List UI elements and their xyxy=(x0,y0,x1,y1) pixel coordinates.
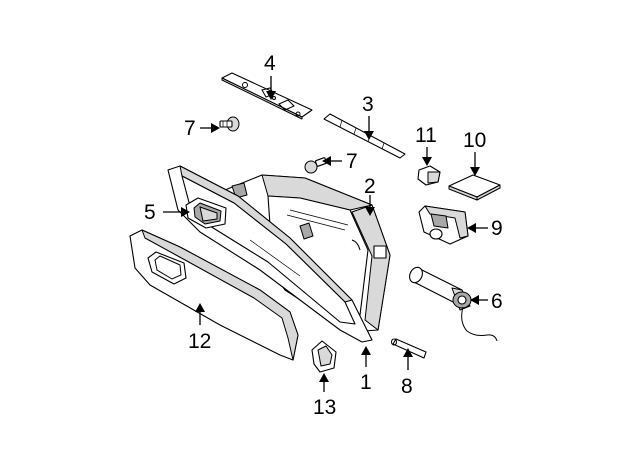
callout-12: 12 xyxy=(188,330,211,353)
part-3-trim-strip xyxy=(323,113,406,159)
part-4-mounting-plate xyxy=(221,72,313,120)
callout-8: 8 xyxy=(401,375,413,398)
callout-5: 5 xyxy=(144,201,156,224)
callout-11: 11 xyxy=(415,124,437,147)
part-13-bracket xyxy=(311,340,337,373)
part-12-door-panel xyxy=(129,229,299,361)
part-10-pad xyxy=(448,174,501,201)
callout-3: 3 xyxy=(362,93,374,116)
part-8-pin xyxy=(391,338,427,359)
part-9-housing xyxy=(418,205,469,245)
callout-7-left: 7 xyxy=(184,117,196,140)
part-11-clip xyxy=(417,165,441,186)
leader-lines xyxy=(163,76,488,392)
callout-9: 9 xyxy=(491,217,503,240)
callout-7-right: 7 xyxy=(346,150,358,173)
callout-labels: 4 3 7 7 11 10 2 5 9 6 12 1 8 13 xyxy=(144,52,503,419)
part-5-latch-handle xyxy=(185,197,227,229)
part-2-glove-box-bin xyxy=(224,174,391,333)
part-7-screw-right xyxy=(304,157,327,174)
callout-1: 1 xyxy=(360,371,372,394)
callout-6: 6 xyxy=(491,290,503,313)
callout-10: 10 xyxy=(463,129,486,152)
callout-13: 13 xyxy=(313,396,336,419)
part-6-damper xyxy=(409,266,498,342)
part-7-screw-left xyxy=(219,116,240,132)
callout-4: 4 xyxy=(264,52,276,75)
callout-2: 2 xyxy=(364,175,376,198)
